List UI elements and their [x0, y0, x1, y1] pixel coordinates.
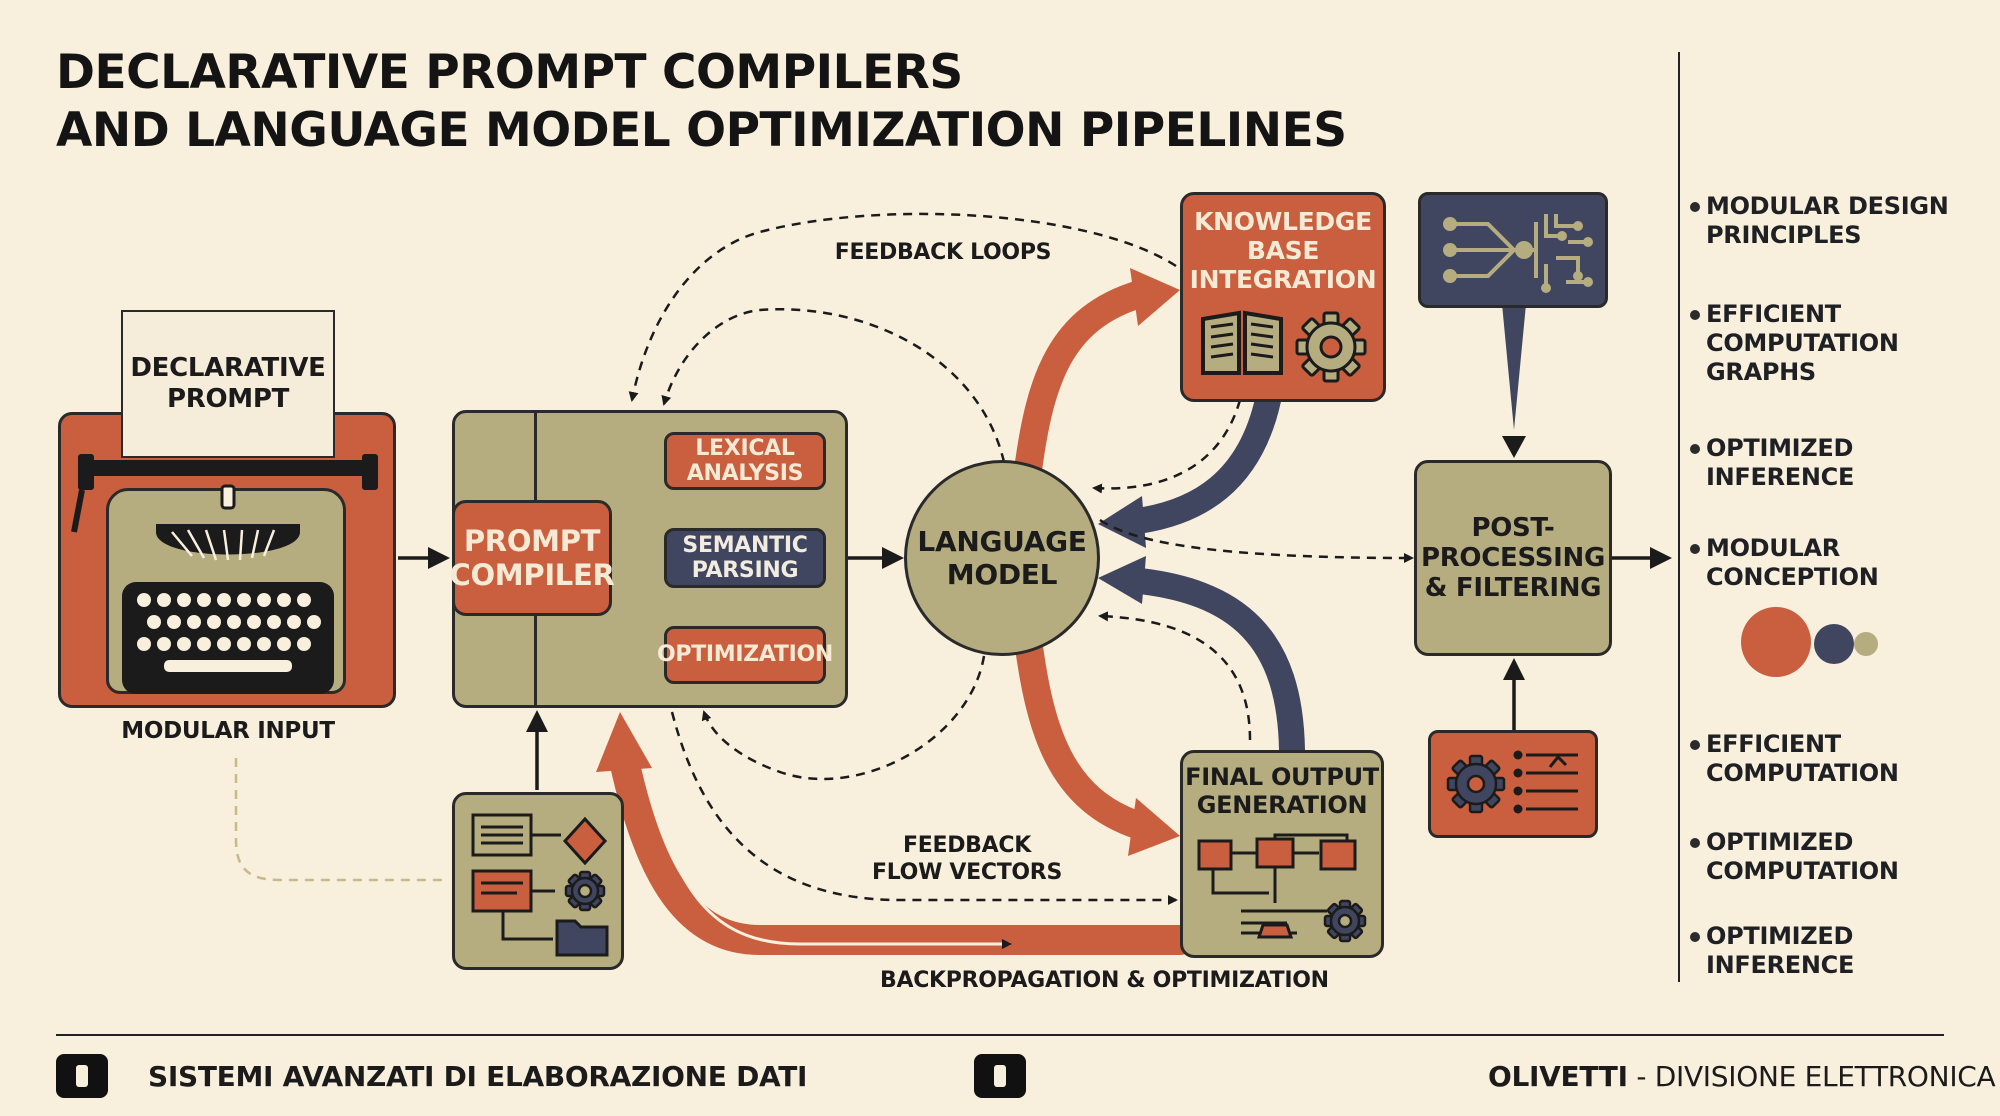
optimization-node: OPTIMIZATION	[657, 626, 833, 684]
post-processing-node: POST- PROCESSING & FILTERING	[1414, 460, 1612, 656]
gear-small-icon	[564, 870, 606, 912]
rust-arrowhead-final	[1128, 798, 1180, 856]
footer-left-text: SISTEMI AVANZATI DI ELABORAZIONE DATI	[148, 1060, 808, 1093]
dash-final-to-model	[1098, 611, 1252, 741]
footer-badge-left	[56, 1054, 108, 1098]
book-icon	[1201, 310, 1283, 375]
settings-list-icon	[1446, 750, 1578, 814]
navy-arrow-from-knowledge	[1117, 387, 1281, 535]
navy-arrowhead-post	[1502, 436, 1526, 458]
footer-badge-center	[974, 1054, 1026, 1098]
decorative-circles	[1741, 607, 1878, 677]
backprop-inner-line	[648, 779, 1012, 949]
settings-box	[1428, 730, 1598, 838]
dash-flow-vectors	[670, 711, 1178, 905]
circuit-box	[1418, 192, 1608, 308]
flowchart-output-icon	[1197, 833, 1367, 943]
dash-feedback-inner	[661, 308, 1006, 463]
semantic-parsing-node: SEMANTIC PARSING	[664, 528, 826, 588]
module-box	[452, 792, 624, 970]
dash-model-to-compiler-low	[701, 655, 986, 781]
knowledge-base-node: KNOWLEDGE BASE INTEGRATION	[1180, 192, 1386, 402]
navy-arrowhead-bottom	[1098, 556, 1146, 604]
flowchart-icon	[471, 813, 609, 957]
right-divider	[1678, 52, 1680, 982]
gear-icon	[1295, 311, 1367, 383]
dash-feedback-outer	[628, 212, 1177, 402]
modular-input-label: MODULAR INPUT	[121, 718, 335, 744]
language-model-node: LANGUAGE MODEL	[904, 460, 1100, 656]
typewriter-input-block: DECLARATIVE PROMPT	[56, 310, 400, 710]
rust-backprop-arrow	[609, 745, 1195, 955]
feedback-flow-label: FEEDBACK FLOW VECTORS	[872, 833, 1062, 885]
feedback-loops-label: FEEDBACK LOOPS	[834, 240, 1052, 265]
typewriter-icon	[71, 454, 378, 694]
page-title: DECLARATIVE PROMPT COMPILERS AND LANGUAG…	[56, 45, 1347, 158]
rust-arrow-to-final	[1014, 626, 1154, 840]
dash-knowledge-to-model	[1092, 399, 1242, 494]
rust-arrowhead-backprop	[596, 712, 652, 772]
footer-rule	[56, 1034, 1944, 1036]
lexical-analysis-node: LEXICAL ANALYSIS	[664, 432, 826, 490]
dash-modular-input	[234, 758, 448, 882]
final-output-node: FINAL OUTPUT GENERATION	[1180, 750, 1384, 958]
footer-brand: OLIVETTI - DIVISIONE ELETTRONICA	[1488, 1060, 1996, 1093]
rust-arrowhead-knowledge	[1130, 268, 1180, 326]
dash-model-to-post	[1099, 518, 1414, 563]
prompt-compiler-node: PROMPT COMPILER	[449, 500, 615, 616]
rust-arrow-to-knowledge	[1014, 280, 1154, 484]
circuit-icon	[1443, 214, 1593, 293]
backprop-label: BACKPROPAGATION & OPTIMIZATION	[880, 968, 1329, 993]
folder-icon	[555, 919, 609, 957]
navy-arrow-from-circuit	[1502, 304, 1526, 430]
navy-arrow-from-final	[1117, 567, 1305, 763]
declarative-prompt-paper: DECLARATIVE PROMPT	[121, 310, 335, 458]
